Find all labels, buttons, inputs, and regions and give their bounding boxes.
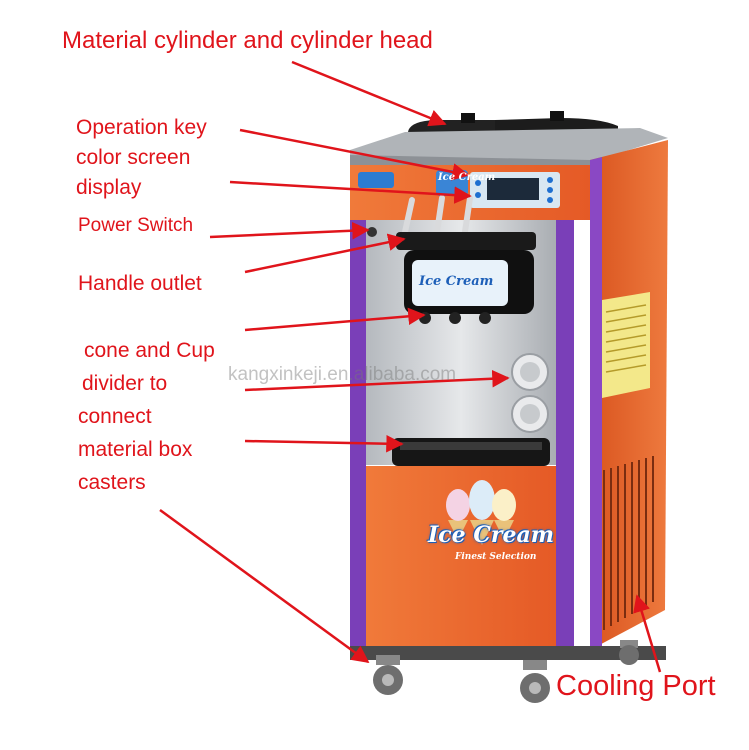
base-frame (350, 646, 666, 660)
ice-cream-cones-graphic (446, 480, 516, 545)
arrow-outlet-lower (244, 307, 426, 332)
front-wordmark: Ice Cream (428, 522, 554, 548)
label-material-box: material box (78, 438, 193, 461)
panel-wordmark: Ice Cream (438, 172, 496, 183)
label-color-screen: color screen (76, 146, 191, 169)
label-handle-outlet: Handle outlet (78, 272, 202, 295)
right-trim (556, 220, 574, 650)
top-plate (350, 128, 668, 162)
arrow-operation-key (239, 128, 470, 181)
label-display: display (76, 176, 142, 199)
screen-wordmark: Ice Cream (419, 274, 494, 289)
arrow-handle-outlet (244, 233, 406, 274)
warning-label (602, 292, 650, 398)
front-tagline: Finest Selection (455, 552, 537, 562)
label-cone-cup: cone and Cup (84, 339, 215, 362)
brand-badge (358, 172, 394, 188)
side-panel (590, 140, 668, 650)
drip-tray (392, 438, 550, 466)
annotation-arrows (159, 60, 662, 673)
label-operation-key: Operation key (76, 116, 207, 139)
arrow-drip-tray (244, 434, 404, 453)
arrow-cone-cup (244, 369, 510, 392)
arrow-casters (159, 508, 370, 664)
label-divider: divider to (82, 372, 168, 395)
cooling-port-vents (603, 456, 654, 630)
watermark: kangxinkeji.en.alibaba.com (228, 364, 457, 385)
left-trim (350, 220, 366, 650)
label-casters: casters (78, 471, 146, 494)
label-power-switch: Power Switch (78, 215, 194, 236)
arrow-color-screen (229, 180, 472, 204)
power-switch (367, 227, 377, 237)
arrow-cooling-port (633, 594, 662, 673)
handle-outlet (396, 232, 536, 324)
label-cooling-port: Cooling Port (556, 670, 716, 702)
cone-holders (511, 353, 549, 433)
label-material-cylinder: Material cylinder and cylinder head (62, 27, 433, 54)
arrow-material-cylinder (291, 60, 447, 127)
color-screen-display (470, 172, 560, 208)
label-connect: connect (78, 405, 152, 428)
casters (373, 640, 639, 703)
arrow-power-switch (209, 221, 370, 240)
